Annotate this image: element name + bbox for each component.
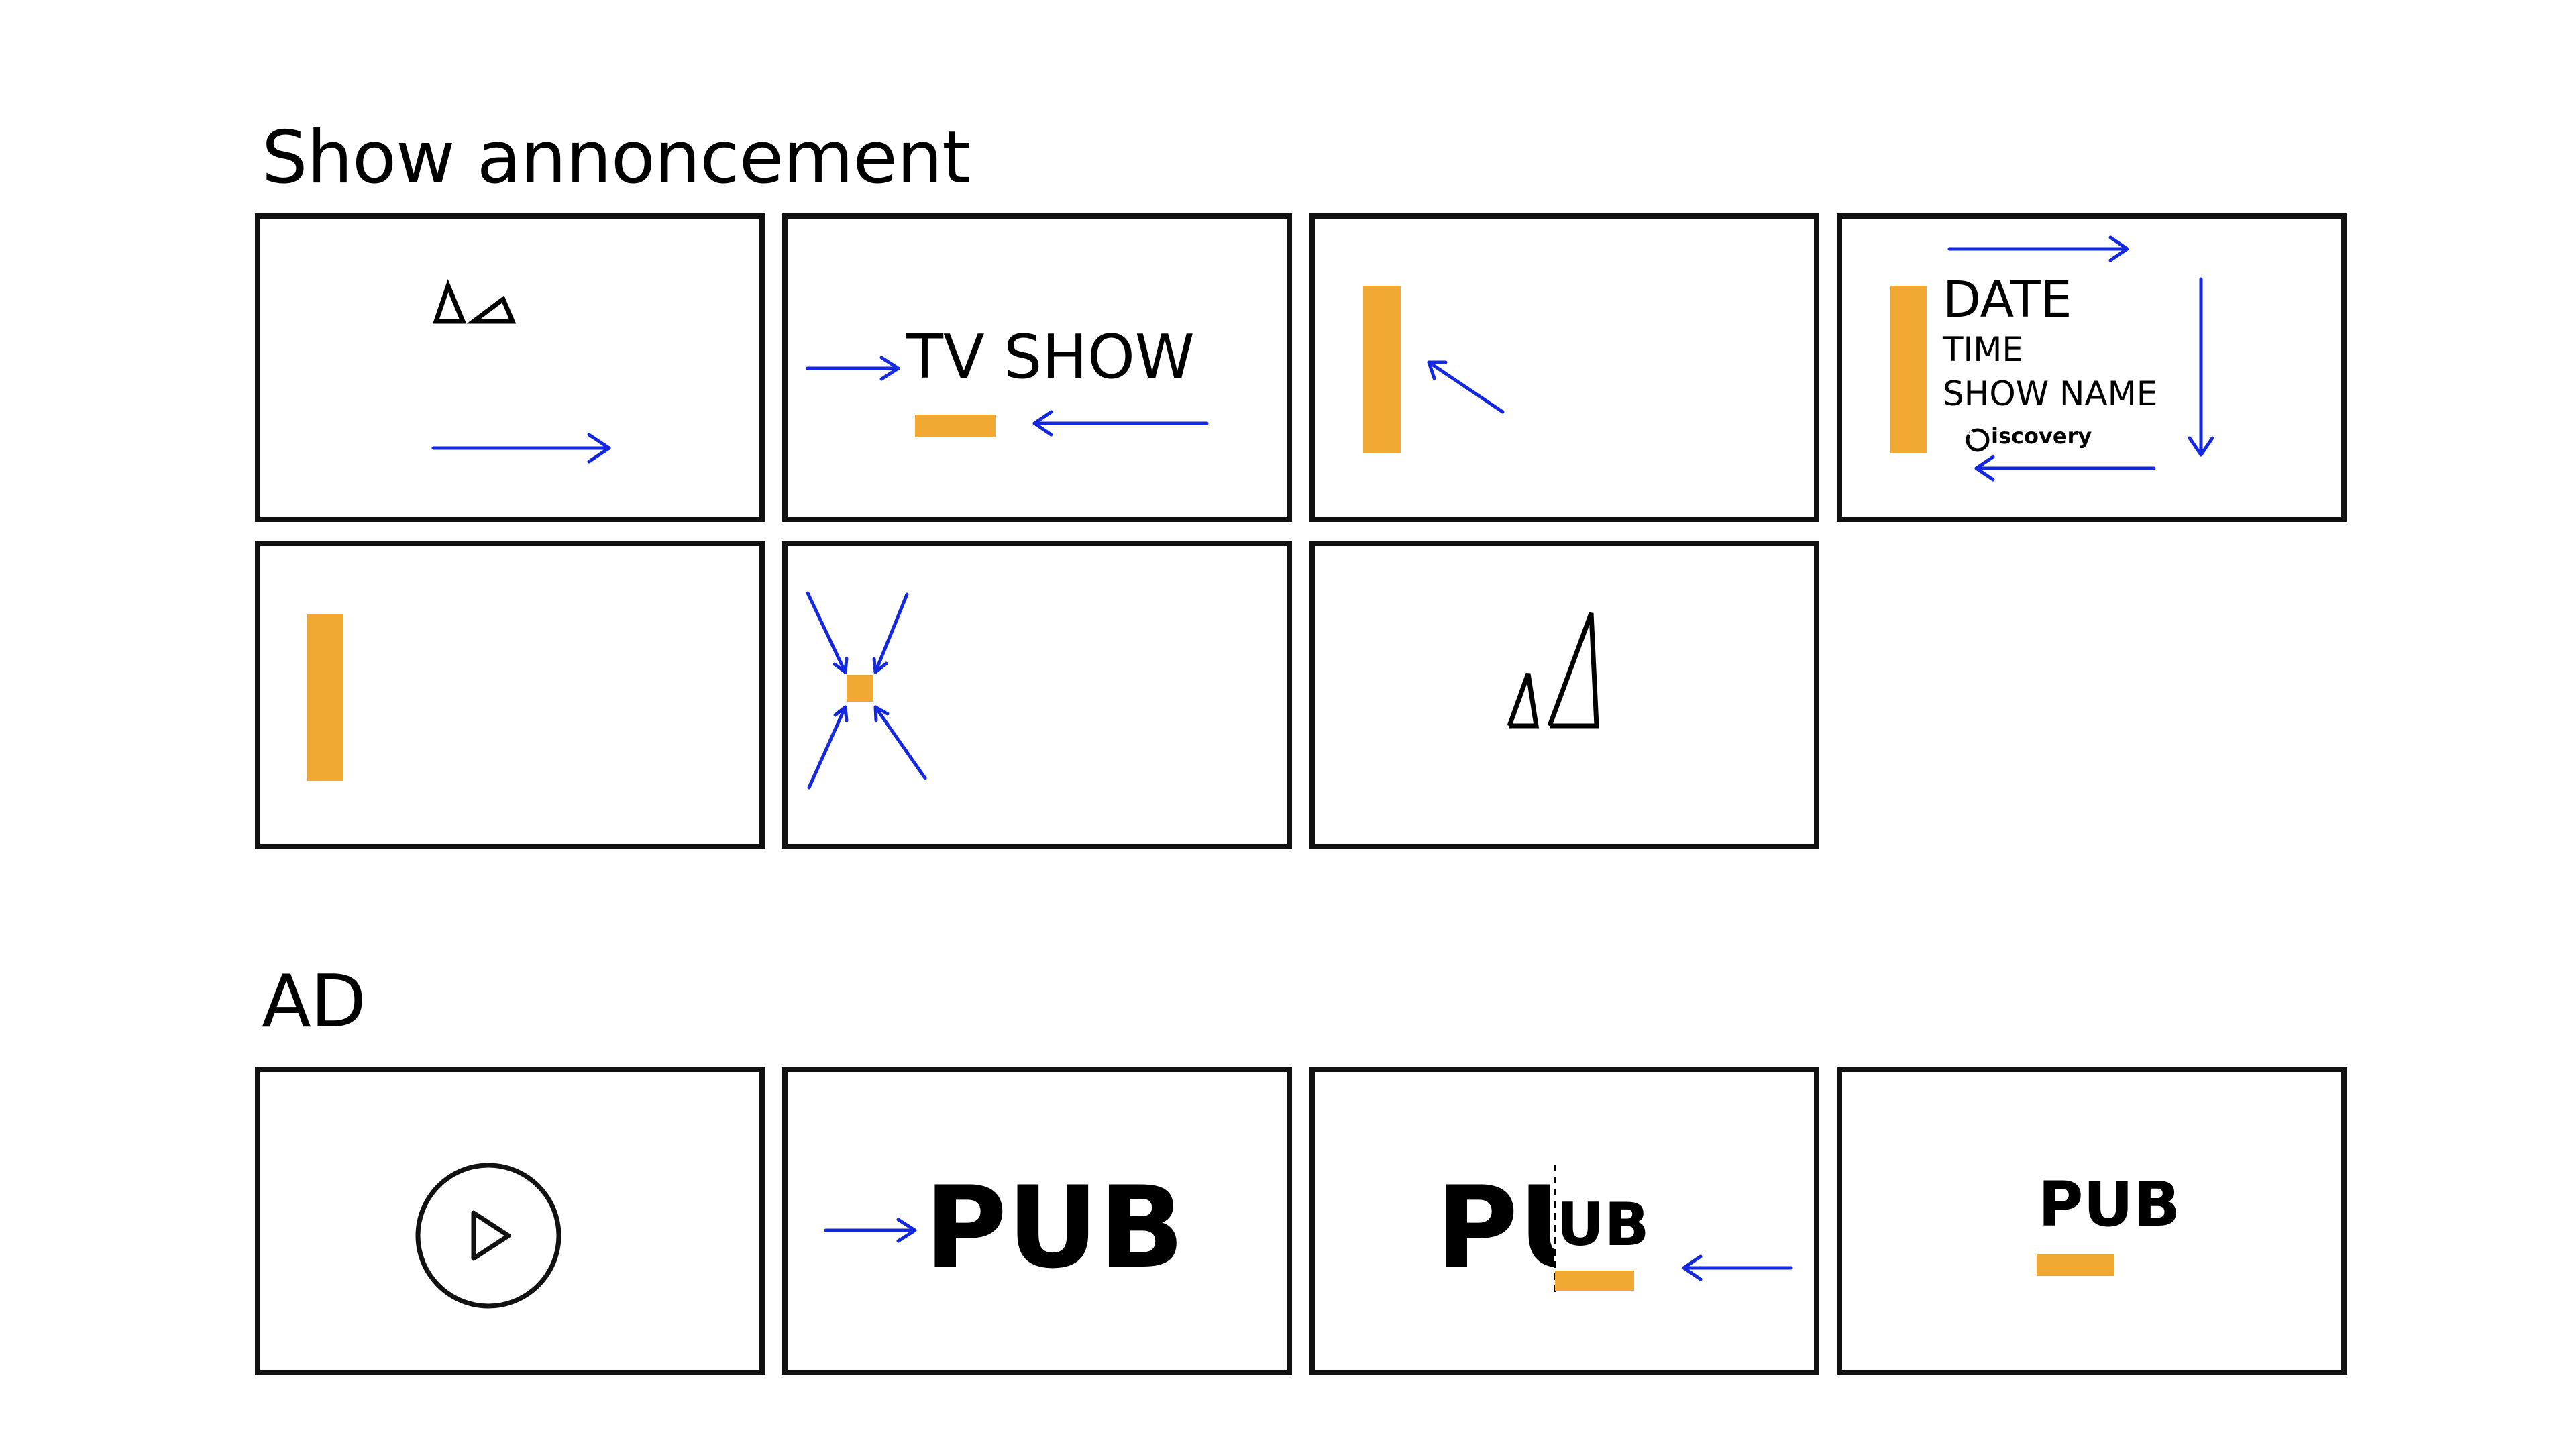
accent-square <box>847 675 873 702</box>
storyboard-frame-show-6 <box>782 541 1292 849</box>
storyboard-frame-ad-3: PU UB <box>1309 1067 1819 1375</box>
section-title-show: Show annoncement <box>262 116 971 200</box>
mask-panel <box>1554 1166 1695 1320</box>
pub-text-right: UB <box>1556 1190 1650 1259</box>
arrow-icon <box>1682 1254 1793 1281</box>
tv-show-text: TV SHOW <box>906 322 1195 392</box>
arrow-icon <box>2188 277 2214 457</box>
show-name-text: SHOW NAME <box>1943 374 2158 413</box>
arrow-icon <box>1974 455 2156 482</box>
arrow-icon <box>806 591 849 674</box>
accent-bar <box>915 415 996 437</box>
frame-graphics <box>1427 360 1505 414</box>
storyboard-frame-ad-1 <box>255 1067 765 1375</box>
storyboard-frame-show-3 <box>1309 213 1819 522</box>
accent-bar <box>307 614 343 781</box>
storyboard-frame-show-1 <box>255 213 765 522</box>
accent-bar <box>1890 286 1927 453</box>
frame-graphics <box>431 279 611 464</box>
storyboard-frame-show-4: DATE TIME SHOW NAME iscovery <box>1837 213 2347 522</box>
storyboard-frame-ad-2: PUB <box>782 1067 1292 1375</box>
arrow-icon <box>1427 360 1505 414</box>
accent-bar <box>2037 1254 2114 1276</box>
play-icon <box>415 1163 561 1309</box>
storyboard-frame-show-2: TV SHOW <box>782 213 1292 522</box>
pub-text: PUB <box>2038 1169 2181 1240</box>
accent-bar <box>1363 286 1401 453</box>
time-text: TIME <box>1943 330 2024 369</box>
frame-graphics <box>806 591 927 790</box>
arrow-icon <box>431 433 611 464</box>
frame-graphics <box>415 1163 561 1309</box>
logo-icon <box>1507 612 1599 729</box>
arrow-icon <box>1947 235 2129 262</box>
date-text: DATE <box>1943 271 2072 329</box>
arrow-icon <box>872 592 909 674</box>
storyboard-frame-ad-4: PUB <box>1837 1067 2347 1375</box>
section-title-ad: AD <box>262 960 366 1044</box>
arrow-icon <box>873 705 927 780</box>
arrow-icon <box>1032 410 1209 437</box>
arrow-icon <box>824 1218 917 1243</box>
frame-graphics <box>1947 235 2214 482</box>
brand-text: iscovery <box>1991 423 2092 449</box>
frame-graphics <box>824 1218 917 1243</box>
accent-bar <box>1555 1271 1634 1291</box>
discovery-logo-icon <box>1966 428 1990 452</box>
logo-icon <box>433 279 517 324</box>
storyboard-frame-show-5 <box>255 541 765 849</box>
pub-text: PUB <box>924 1162 1185 1293</box>
arrow-icon <box>806 356 900 381</box>
frame-graphics <box>1554 1165 1793 1293</box>
frame-graphics <box>806 356 1209 437</box>
frame-graphics <box>1507 612 1599 729</box>
storyboard-frame-show-7 <box>1309 541 1819 849</box>
arrow-icon <box>807 705 849 790</box>
